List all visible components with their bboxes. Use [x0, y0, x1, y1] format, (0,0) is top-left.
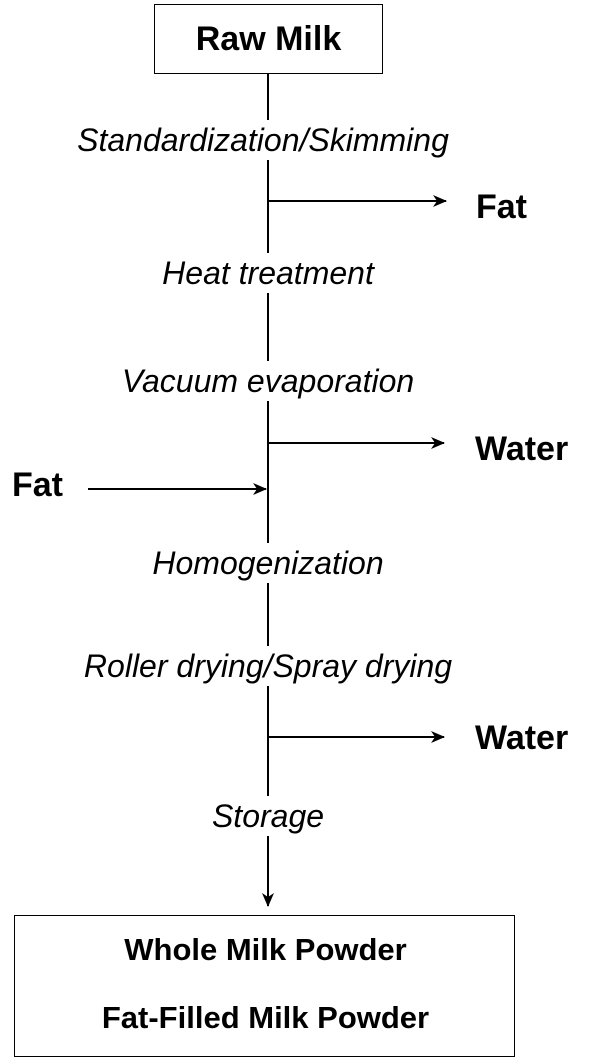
- output-fat-label: Fat: [476, 188, 527, 226]
- raw-milk-box: Raw Milk: [154, 4, 383, 74]
- step-vacuum-evaporation: Vacuum evaporation: [68, 361, 468, 401]
- product-whole-milk-powder: Whole Milk Powder: [124, 932, 407, 967]
- step-standardization: Standardization/Skimming: [10, 120, 516, 160]
- step-drying: Roller drying/Spray drying: [14, 646, 522, 686]
- step-storage: Storage: [178, 796, 358, 836]
- step-homogenization: Homogenization: [108, 543, 428, 583]
- output-water-label-1: Water: [475, 430, 569, 468]
- raw-milk-label: Raw Milk: [195, 19, 342, 58]
- step-heat-treatment: Heat treatment: [118, 253, 418, 293]
- products-box: Whole Milk Powder Fat-Filled Milk Powder: [14, 915, 515, 1057]
- product-fat-filled-milk-powder: Fat-Filled Milk Powder: [101, 1000, 430, 1035]
- input-fat-label: Fat: [12, 466, 63, 504]
- output-water-label-2: Water: [475, 719, 569, 757]
